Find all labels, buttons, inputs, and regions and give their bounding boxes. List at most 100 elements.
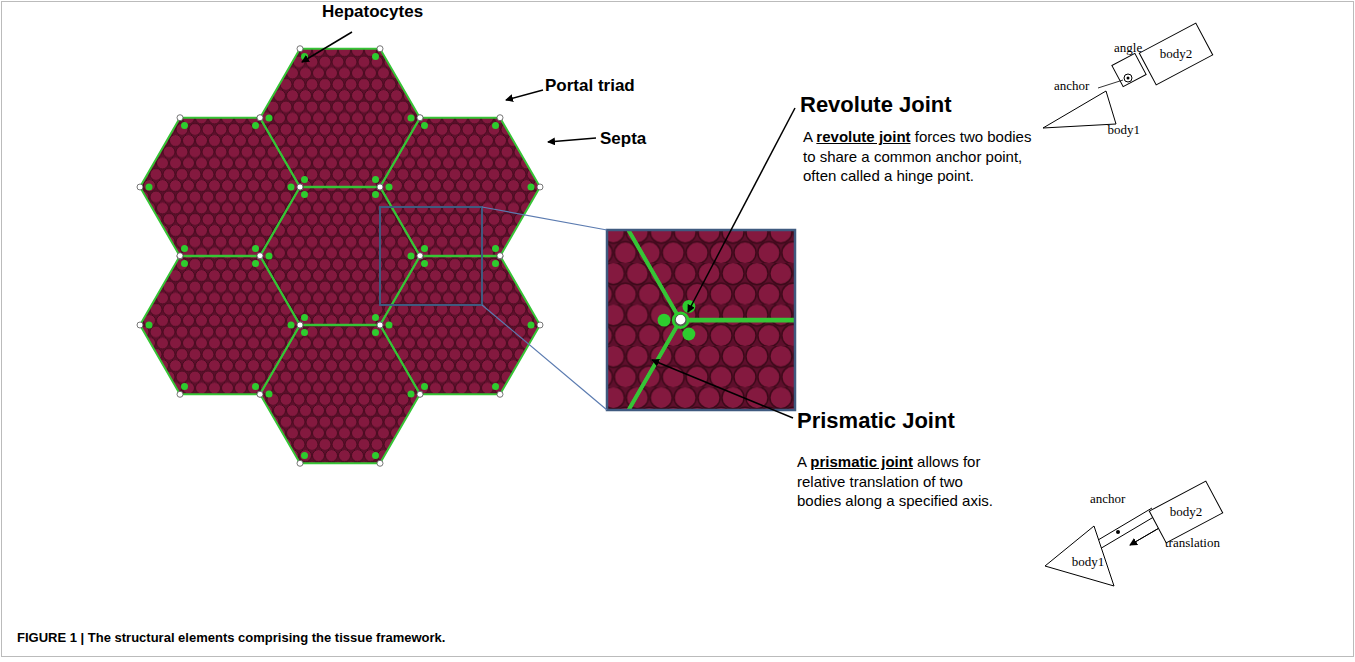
portal-triad bbox=[537, 184, 543, 190]
portal-triad bbox=[417, 253, 423, 259]
septa-node bbox=[408, 115, 415, 122]
lobule bbox=[607, 320, 795, 410]
portal-triad bbox=[257, 391, 263, 397]
body-outline bbox=[1139, 23, 1212, 85]
body-rect: body2 bbox=[1140, 478, 1232, 546]
structure-label: Septa bbox=[600, 129, 646, 149]
septa-line bbox=[607, 320, 795, 410]
septa-node bbox=[492, 383, 499, 390]
portal-triad bbox=[377, 184, 383, 190]
portal-triad bbox=[537, 322, 543, 328]
septa-node bbox=[372, 176, 379, 183]
portal-triad bbox=[297, 184, 303, 190]
septa-line bbox=[607, 230, 795, 321]
portal-triad bbox=[297, 184, 303, 190]
septa-node bbox=[301, 329, 308, 336]
body-label: body1 bbox=[1072, 554, 1105, 570]
leader-line bbox=[652, 360, 793, 418]
portal-triad bbox=[257, 391, 263, 397]
portal-triad bbox=[297, 46, 303, 52]
portal-triad bbox=[297, 460, 303, 466]
inset-lobules bbox=[607, 230, 795, 410]
septa-node bbox=[492, 260, 499, 267]
structure-label: Hepatocytes bbox=[322, 2, 423, 22]
septa-line bbox=[260, 49, 420, 188]
portal-triad bbox=[257, 115, 263, 121]
portal-triad bbox=[497, 253, 503, 259]
portal-triad bbox=[257, 253, 263, 259]
portal-triad bbox=[297, 184, 303, 190]
portal-triad bbox=[377, 46, 383, 52]
septa-node bbox=[301, 191, 308, 198]
septa-node bbox=[146, 184, 153, 191]
septa-node bbox=[372, 452, 379, 459]
portal-triad bbox=[497, 391, 503, 397]
septa-node bbox=[372, 53, 379, 60]
portal-triad bbox=[177, 115, 183, 121]
septa-node bbox=[266, 391, 273, 398]
lobule bbox=[140, 118, 300, 257]
hinge-symbol bbox=[1124, 74, 1132, 82]
septa-node bbox=[266, 115, 273, 122]
septa-node bbox=[421, 122, 428, 129]
septa-node bbox=[421, 245, 428, 252]
septa-line bbox=[140, 256, 300, 395]
zoom-line bbox=[482, 305, 607, 410]
portal-triad bbox=[177, 253, 183, 259]
septa-line bbox=[380, 118, 540, 257]
septa-node bbox=[372, 314, 379, 321]
joint-title: Revolute Joint bbox=[800, 92, 952, 118]
lobule bbox=[140, 256, 300, 395]
septa-node bbox=[181, 383, 188, 390]
septa-node bbox=[181, 245, 188, 252]
portal-triad bbox=[137, 322, 143, 328]
portal-triad bbox=[297, 322, 303, 328]
septa-node bbox=[421, 383, 428, 390]
portal-triad bbox=[377, 322, 383, 328]
body-triangle: body1 bbox=[1040, 88, 1140, 138]
portal-triad bbox=[257, 253, 263, 259]
portal-triad bbox=[417, 391, 423, 397]
body-outline bbox=[1045, 526, 1114, 586]
part-label: anchor bbox=[1090, 491, 1125, 507]
portal-triad bbox=[377, 322, 383, 328]
septa-node bbox=[252, 122, 259, 129]
portal-triad bbox=[297, 322, 303, 328]
leader-line bbox=[302, 32, 352, 62]
portal-triad bbox=[675, 314, 686, 325]
septa-node bbox=[288, 322, 295, 329]
body-outline bbox=[1149, 481, 1222, 543]
body-label: body2 bbox=[1170, 504, 1203, 520]
portal-triad bbox=[377, 184, 383, 190]
septa-node bbox=[252, 383, 259, 390]
septa-node bbox=[408, 391, 415, 398]
leader-line bbox=[1098, 80, 1123, 88]
septa-node bbox=[386, 322, 393, 329]
septa-node bbox=[146, 322, 153, 329]
portal-triad bbox=[297, 322, 303, 328]
portal-triad bbox=[377, 184, 383, 190]
portal-triad bbox=[257, 253, 263, 259]
septa-node bbox=[386, 184, 393, 191]
septa-node bbox=[528, 322, 535, 329]
body-outline bbox=[1043, 91, 1116, 128]
septa-node bbox=[266, 253, 273, 260]
joint-description: A prismatic joint allows for relative tr… bbox=[797, 452, 997, 511]
septa-node bbox=[492, 122, 499, 129]
septa-line bbox=[260, 325, 420, 464]
figure-caption: FIGURE 1 | The structural elements compr… bbox=[17, 630, 445, 645]
septa-node bbox=[492, 245, 499, 252]
lobule-group bbox=[137, 46, 543, 467]
portal-triad bbox=[177, 253, 183, 259]
body-label: body2 bbox=[1160, 46, 1193, 62]
portal-triad bbox=[177, 391, 183, 397]
portal-triad bbox=[377, 322, 383, 328]
septa-node bbox=[288, 184, 295, 191]
lobule bbox=[380, 256, 540, 395]
lobule bbox=[380, 118, 540, 257]
leader-line bbox=[688, 108, 795, 312]
part-label: angle bbox=[1114, 40, 1142, 56]
portal-triad bbox=[497, 115, 503, 121]
